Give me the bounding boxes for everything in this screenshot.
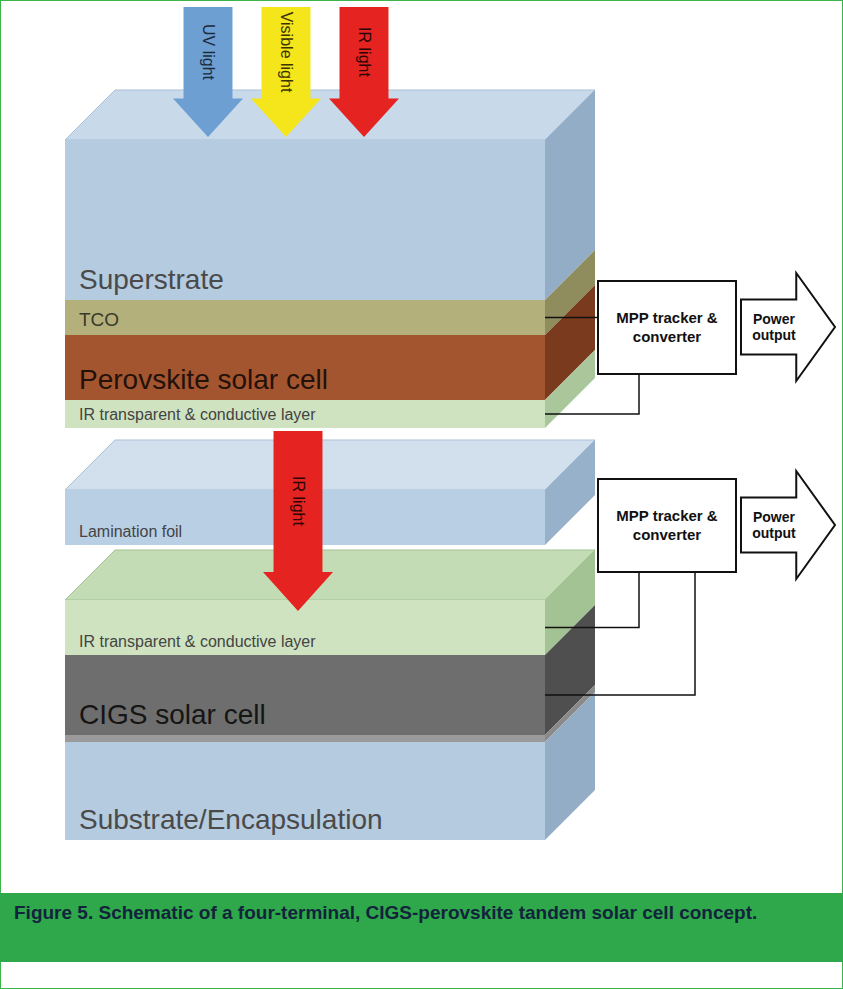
arrow-label: IR light	[289, 476, 307, 526]
arrow-label: Power output	[743, 311, 805, 343]
arrow-label: Visible light	[277, 12, 295, 93]
back-contact	[65, 735, 545, 742]
mpp-tracker-box: MPP tracker & converter	[597, 280, 737, 375]
ir-conductive-layer: IR transparent & conductive layer	[65, 400, 545, 428]
top-face	[65, 440, 595, 490]
side-face	[545, 440, 595, 545]
layer-label: CIGS solar cell	[79, 699, 266, 731]
layer-label: Lamination foil	[79, 523, 182, 541]
layer-label: TCO	[79, 309, 119, 331]
cigs-layer: CIGS solar cell	[65, 655, 545, 735]
caption-band	[0, 893, 843, 962]
wire-connector	[545, 317, 597, 319]
uv-light-arrow: UV light	[172, 6, 244, 138]
perovskite-layer: Perovskite solar cell	[65, 335, 545, 400]
wire-connector	[545, 573, 639, 628]
substrate-layer: Substrate/Encapsulation	[65, 742, 545, 840]
ir-light-arrow: IR light	[262, 430, 334, 612]
power-output-arrow: Power output	[740, 272, 837, 382]
layer-label: Perovskite solar cell	[79, 364, 328, 396]
figure-caption: Figure 5. Schematic of a four-terminal, …	[14, 900, 829, 926]
side-face	[545, 692, 595, 840]
layer-label: Substrate/Encapsulation	[79, 804, 383, 836]
layer-label: IR transparent & conductive layer	[79, 633, 316, 651]
wire-connector	[545, 573, 695, 695]
mpp-tracker-box: MPP tracker & converter	[597, 478, 737, 573]
ir-conductive-layer: IR transparent & conductive layer	[65, 600, 545, 655]
top-face	[65, 90, 595, 140]
power-output-arrow: Power output	[740, 470, 837, 580]
tco-layer: TCO	[65, 300, 545, 335]
wire-connector	[545, 375, 639, 414]
ir-light-arrow: IR light	[328, 6, 400, 138]
arrow-label: UV light	[199, 24, 217, 80]
visible-light-arrow: Visible light	[250, 6, 322, 138]
box-label: MPP tracker & converter	[607, 309, 727, 347]
arrow-label: Power output	[743, 509, 805, 541]
box-label: MPP tracker & converter	[607, 507, 727, 545]
arrow-label: IR light	[355, 27, 373, 77]
side-face	[545, 350, 595, 428]
layer-label: Superstrate	[79, 264, 224, 296]
superstrate-layer: Superstrate	[65, 140, 545, 300]
layer-label: IR transparent & conductive layer	[79, 406, 316, 424]
